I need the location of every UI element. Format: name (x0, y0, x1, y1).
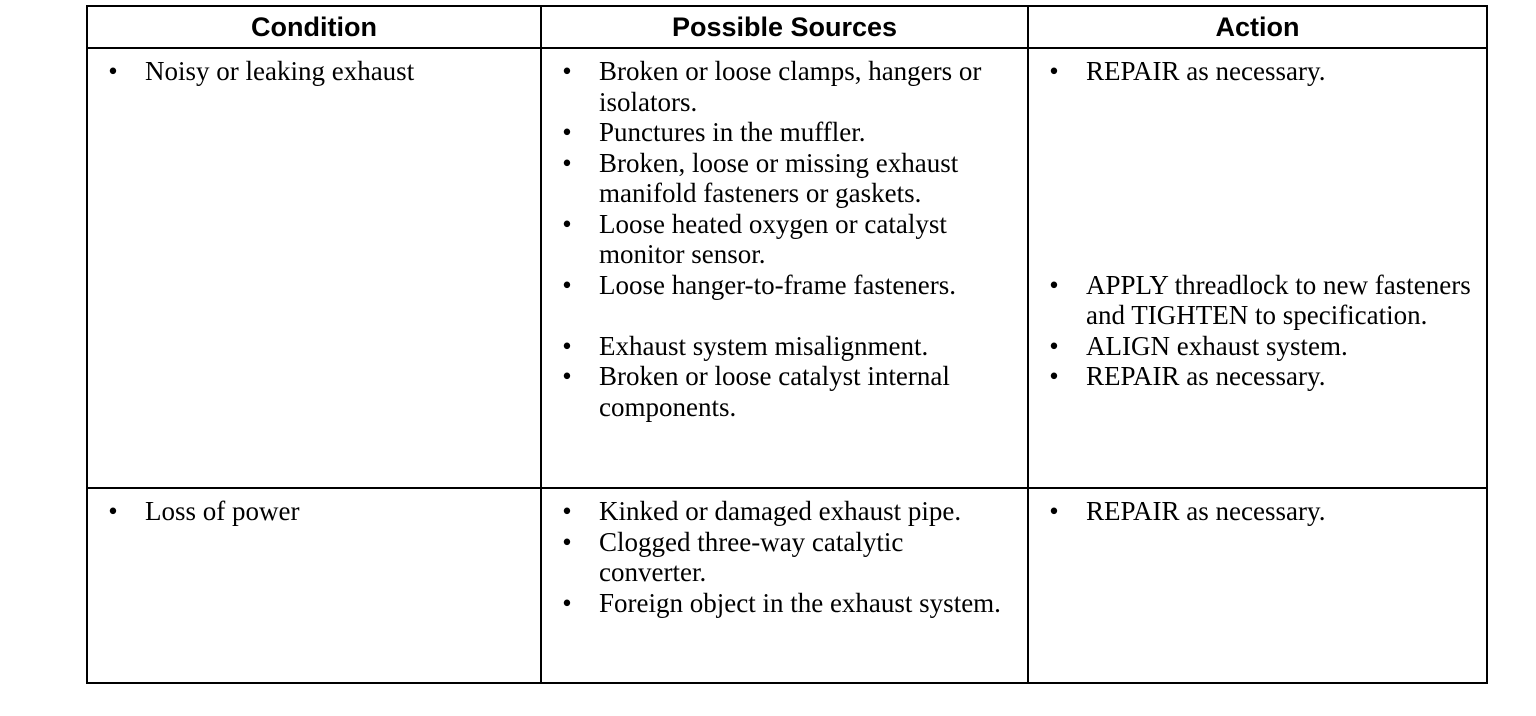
source-text: Punctures in the muffler. (599, 117, 866, 147)
list-item: • Kinked or damaged exhaust pipe. (542, 496, 1027, 527)
diagnosis-table: Condition Possible Sources Action • Nois… (86, 5, 1488, 684)
action-text: APPLY threadlock to new fasteners and TI… (1086, 269, 1471, 331)
sources-cell: • Kinked or damaged exhaust pipe. • Clog… (540, 487, 1029, 684)
header-condition: Condition (86, 5, 542, 49)
source-text: Clogged three-way catalytic converter. (599, 526, 904, 588)
action-text: REPAIR as necessary. (1086, 496, 1326, 526)
bullet: • (108, 56, 118, 86)
list-item: • Foreign object in the exhaust system. (542, 588, 1027, 619)
list-item: • Loose heated oxygen or catalyst monito… (542, 209, 1027, 270)
bullet: • (562, 56, 572, 86)
list-item: • Broken or loose catalyst internal comp… (542, 361, 1027, 422)
list-item: • REPAIR as necessary. (1029, 496, 1486, 527)
bullet: • (562, 361, 572, 391)
bullet: • (1049, 330, 1059, 361)
list-item: • REPAIR as necessary. (1029, 361, 1486, 392)
condition-text: Noisy or leaking exhaust (145, 56, 415, 86)
action-text: REPAIR as necessary. (1086, 56, 1326, 86)
bullet: • (562, 526, 572, 557)
list-item: • ALIGN exhaust system. (1029, 331, 1486, 362)
bullet: • (1049, 361, 1059, 391)
sources-cell: • Broken or loose clamps, hangers or iso… (540, 47, 1029, 489)
bullet: • (562, 269, 572, 300)
bullet: • (562, 587, 572, 618)
list-item: • Punctures in the muffler. (542, 117, 1027, 148)
condition-cell: • Noisy or leaking exhaust (86, 47, 542, 489)
list-item: • Broken or loose clamps, hangers or iso… (542, 56, 1027, 117)
source-text: Exhaust system misalignment. (599, 330, 929, 361)
source-text: Loose hanger-to-frame fasteners. (599, 269, 957, 300)
list-item: • Loose hanger-to-frame fasteners. (542, 270, 1027, 301)
source-text: Broken or loose catalyst internal compon… (599, 361, 950, 422)
bullet: • (562, 117, 572, 147)
header-action: Action (1027, 5, 1488, 49)
list-item: • Loss of power (88, 496, 540, 527)
bullet: • (1049, 269, 1059, 300)
list-item: • Exhaust system misalignment. (542, 331, 1027, 362)
action-text: REPAIR as necessary. (1086, 361, 1326, 391)
action-cell: • REPAIR as necessary. (1027, 487, 1488, 684)
header-row: Condition Possible Sources Action (86, 5, 1488, 49)
source-text: Kinked or damaged exhaust pipe. (599, 496, 962, 526)
list-item: • Broken, loose or missing exhaust manif… (542, 148, 1027, 209)
source-text: Broken or loose clamps, hangers or isola… (599, 56, 982, 117)
action-cell: • REPAIR as necessary. • APPLY threadloc… (1027, 47, 1488, 489)
list-item: • APPLY threadlock to new fasteners and … (1029, 270, 1486, 331)
bullet: • (562, 330, 572, 361)
condition-cell: • Loss of power (86, 487, 542, 684)
list-item: • Clogged three-way catalytic converter. (542, 527, 1027, 588)
bullet: • (562, 208, 572, 239)
table-row: • Noisy or leaking exhaust • Broken or l… (86, 47, 1488, 489)
header-possible-sources: Possible Sources (540, 5, 1029, 49)
bullet: • (1049, 496, 1059, 526)
source-text: Broken, loose or missing exhaust manifol… (599, 147, 959, 209)
bullet: • (1049, 56, 1059, 86)
bullet: • (562, 147, 572, 178)
bullet: • (108, 496, 118, 526)
condition-text: Loss of power (145, 496, 300, 526)
list-item: • Noisy or leaking exhaust (88, 56, 540, 87)
table-row: • Loss of power • Kinked or damaged exha… (86, 487, 1488, 684)
bullet: • (562, 496, 572, 526)
source-text: Foreign object in the exhaust system. (599, 587, 1001, 618)
source-text: Loose heated oxygen or catalyst monitor … (599, 208, 947, 270)
action-text: ALIGN exhaust system. (1086, 330, 1348, 361)
list-item: • REPAIR as necessary. (1029, 56, 1486, 87)
